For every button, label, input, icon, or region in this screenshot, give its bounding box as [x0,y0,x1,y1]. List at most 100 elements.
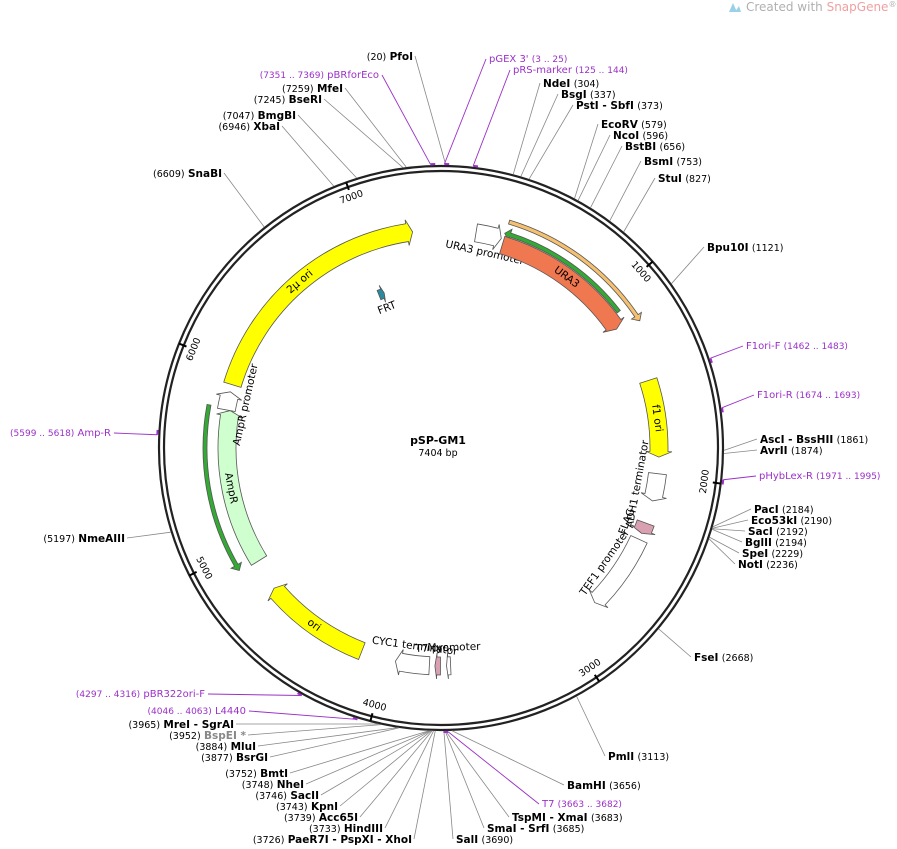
site-label-bpu10i[interactable]: Bpu10I (1121) [707,242,783,254]
primer-leader [381,74,431,165]
site-leader [708,538,736,565]
site-label-smai-srfi[interactable]: SmaI - SrfI (3685) [487,823,584,835]
primer-mark [709,357,713,364]
primer-leader [472,69,511,166]
site-label-stui[interactable]: StuI (827) [658,173,711,185]
site-leader [723,438,758,451]
site-label-ncoi[interactable]: NcoI (596) [613,130,668,142]
primer-mark [473,164,479,168]
ampr-promoter-arrow [216,391,242,412]
primer-leader [447,731,540,805]
site-leader [247,724,382,736]
ruler-tick [593,674,601,682]
site-leader [281,125,335,187]
site-label-saci[interactable]: SacI (2192) [748,526,808,538]
site-label-hindiii[interactable]: (3733) HindIII [309,823,383,835]
primer-label-l4440[interactable]: (4046 .. 4063) L4440 [148,706,247,717]
plasmid-backbone [157,164,725,732]
site-label-psti-sbfi[interactable]: PstI - SbfI (373) [576,100,663,112]
site-leader [223,172,265,228]
site-label-bmgbi[interactable]: (7047) BmgBI [223,110,296,122]
site-label-sali[interactable]: SalI (3690) [456,834,513,846]
site-label-ndei[interactable]: NdeI (304) [543,78,599,90]
site-label-acc65i[interactable]: (3739) Acc65I [284,812,358,824]
site-leader [269,727,400,758]
frt-arrow [376,285,386,303]
feature-label-t7-promoter: T7 promoter [414,641,481,655]
site-leader [359,730,433,818]
site-label-pfoi[interactable]: (20) PfoI [367,51,413,63]
site-label-bglii[interactable]: BglII (2194) [745,537,807,549]
site-label-bstbi[interactable]: BstBI (656) [625,141,685,153]
primer-label-amp-r[interactable]: (5599 .. 5618) Amp-R [10,428,111,439]
ampr-arrow [216,410,268,566]
site-label-snabi[interactable]: (6609) SnaBI [153,168,222,180]
site-label-bmti[interactable]: (3752) BmtI [225,768,288,780]
site-leader [413,730,436,840]
site-label-paci[interactable]: PacI (2184) [754,504,814,516]
site-leader [609,160,642,222]
adh1-terminator-arrow [640,472,667,502]
site-leader [590,145,623,208]
flag-arrow [630,519,656,536]
primer-label-phyblex-r[interactable]: pHybLex-R (1971 .. 1995) [759,471,880,482]
site-leader [323,98,404,168]
tef1-promoter-arrow [588,534,648,609]
site-label-bsmi[interactable]: BsmI (753) [644,156,702,168]
orf-arrows [202,219,643,571]
ruler-tick [712,481,721,485]
site-label-nhei[interactable]: (3748) NheI [242,779,304,791]
site-label-noti[interactable]: NotI (2236) [738,559,798,571]
site-label-bspei[interactable]: (3952) BspEI * [169,730,246,742]
site-leader [257,727,398,747]
ruler-tick [645,260,654,268]
site-leader [577,134,611,201]
ruler-tick-label: 4000 [361,697,387,714]
site-label-sacii[interactable]: (3746) SacII [255,790,319,802]
site-label-spei[interactable]: SpeI (2229) [742,548,803,560]
primer-label-pbrforeco[interactable]: (7351 .. 7369) pBRforEco [260,70,379,81]
site-label-tspmi-xmai[interactable]: TspMI - XmaI (3683) [512,812,623,824]
myc-arrow [434,652,441,680]
backbone-inner-strand [162,169,720,727]
site-leader [520,93,559,177]
site-label-pmli[interactable]: PmlI (3113) [608,751,669,763]
site-label-mfei[interactable]: (7259) MfeI [282,83,343,95]
site-label-eco53ki[interactable]: Eco53kI (2190) [751,515,832,527]
site-label-mrei-sgrai[interactable]: (3965) MreI - SgrAI [128,719,234,731]
site-leader [574,123,599,199]
primer-label-pbr322ori-f[interactable]: (4297 .. 4316) pBR322ori-F [76,689,205,700]
site-label-mlui[interactable]: (3884) MluI [196,741,256,753]
site-leader [709,536,740,554]
site-label-bsrgi[interactable]: (3877) BsrGI [201,752,268,764]
site-label-kpni[interactable]: (3743) KpnI [276,801,338,813]
site-label-bseri[interactable]: (7245) BseRI [254,94,322,106]
site-leader [451,730,565,786]
primer-label-f1ori-f[interactable]: F1ori-F (1462 .. 1483) [746,341,848,352]
site-label-avrii[interactable]: AvrII (1874) [760,445,823,457]
site-label-asci-bsshii[interactable]: AscI - BssHII (1861) [760,434,868,446]
orf-ampr-arrow [202,403,243,571]
site-label-ecorv[interactable]: EcoRV (579) [601,119,667,131]
feature-label-f1-ori: f1 ori [649,404,665,433]
site-label-nmeaiii[interactable]: (5197) NmeAIII [43,533,125,545]
site-leader [445,730,510,818]
primer-label-pgex-3[interactable]: pGEX 3' (3 .. 25) [489,54,567,65]
primer-label-prs-marker[interactable]: pRS-marker (125 .. 144) [513,65,628,76]
site-label-bamhi[interactable]: BamHI (3656) [567,780,641,792]
cyc1-terminator-arrow [395,649,431,676]
feature-label-frt: FRT [376,299,399,317]
primer-label-t7[interactable]: T7 (3663 .. 3682) [541,799,622,810]
primer-leader [248,710,358,720]
orf-ura3-rev-arrow [504,228,621,314]
site-leader [712,528,746,532]
site-label-fsei[interactable]: FseI (2668) [694,652,753,664]
site-leader [339,730,432,807]
site-label-paer7i-pspxi-xhoi[interactable]: (3726) PaeR7I - PspXI - XhoI [253,834,412,846]
site-label-xbai[interactable]: (6946) XbaI [218,121,280,133]
site-leader [658,628,692,658]
site-label-bsgi[interactable]: BsgI (337) [561,89,616,101]
site-labels: (20) PfoI NdeI (304)BsgI (337)PstI - SbfI… [10,51,880,846]
primer-label-f1ori-r[interactable]: F1ori-R (1674 .. 1693) [757,390,860,401]
